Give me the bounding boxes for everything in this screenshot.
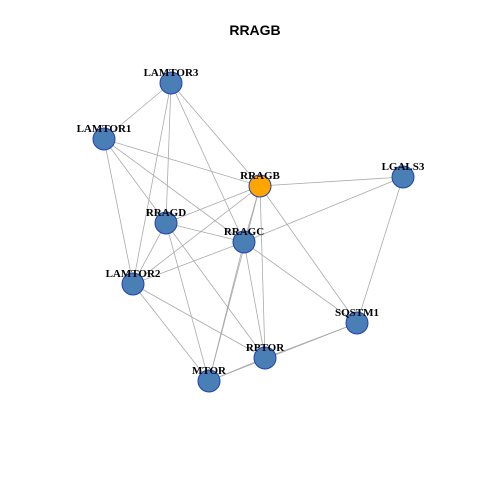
node-label-lamtor2: LAMTOR2 [106,268,161,280]
edge-rragc-sqstm1 [243,241,358,324]
edge-rragd-rragc [165,222,245,243]
edge-rragb-sqstm1 [259,185,358,324]
node-label-mtor: MTOR [192,365,227,377]
edge-rragc-rptor [243,241,266,359]
node-label-lamtor1: LAMTOR1 [77,123,132,135]
edge-lamtor2-rptor [132,283,266,359]
edge-lamtor1-lamtor2 [103,138,134,285]
edge-rragb-rptor [259,185,266,359]
edge-lamtor1-rragd [103,138,167,224]
edge-lamtor3-rragd [165,82,172,224]
edge-rragb-lamtor2 [132,185,261,285]
node-label-rptor: RPTOR [246,342,285,354]
node-label-lamtor3: LAMTOR3 [144,67,199,79]
nodes-layer [92,71,415,393]
edge-rragd-lamtor2 [132,222,167,285]
edge-sqstm1-mtor [208,322,358,382]
edge-lamtor3-rragc [170,82,245,243]
node-label-rragb: RRAGB [240,170,280,182]
node-lamtor2[interactable] [121,272,145,296]
edge-rragb-rragd [165,185,261,224]
node-rragc[interactable] [232,230,256,254]
edge-lamtor3-rragb [170,82,261,187]
edge-rragc-lamtor2 [132,241,245,285]
edge-lamtor3-lamtor2 [132,82,172,285]
edge-rragb-lgals3 [259,176,404,187]
edge-lamtor2-mtor [132,283,210,382]
node-lgals3[interactable] [391,165,415,189]
node-rptor[interactable] [253,346,277,370]
graph-title: RRAGB [229,22,280,38]
node-mtor[interactable] [197,369,221,393]
node-label-lgals3: LGALS3 [382,161,425,173]
node-sqstm1[interactable] [345,311,369,335]
edge-lamtor3-lamtor1 [103,82,172,140]
edges-layer [103,82,404,382]
edge-rragc-mtor [208,241,245,382]
edge-rragd-rptor [165,222,266,359]
node-rragd[interactable] [154,211,178,235]
node-label-rragc: RRAGC [224,226,264,238]
edge-lamtor1-rragb [103,138,261,187]
node-label-rragd: RRAGD [146,207,186,219]
node-lamtor1[interactable] [92,127,116,151]
edge-lgals3-rragc [243,176,404,243]
node-label-sqstm1: SQSTM1 [335,307,379,319]
edge-rragd-mtor [165,222,210,382]
node-lamtor3[interactable] [159,71,183,95]
edge-lamtor1-rragc [103,138,245,243]
node-rragb[interactable] [248,174,272,198]
edge-lgals3-sqstm1 [356,176,404,324]
